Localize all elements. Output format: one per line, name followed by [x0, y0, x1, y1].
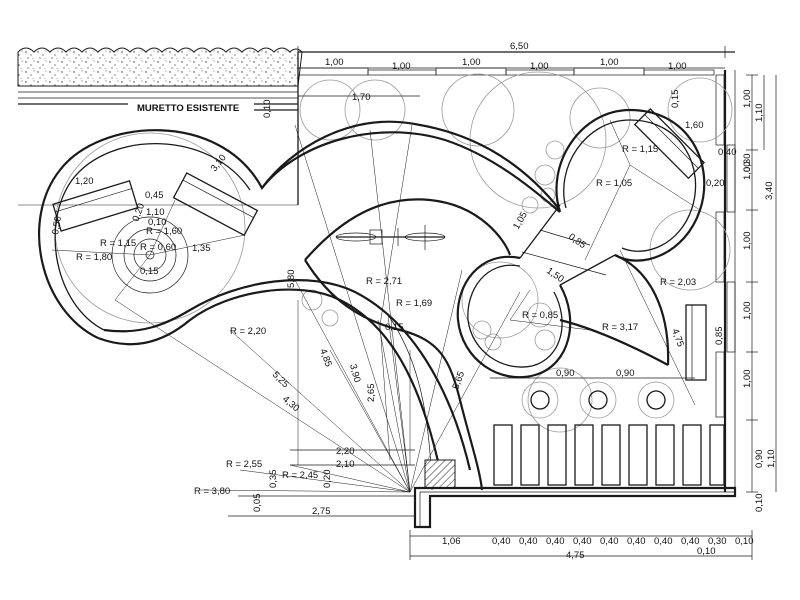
- dim-right-340: 3,40: [764, 182, 775, 201]
- dim-035: 0,35: [268, 470, 279, 489]
- dim-275: 2,75: [312, 506, 331, 517]
- dim-r-160: R = 1,60: [146, 226, 182, 237]
- existing-wall: MURETTO ESISTENTE: [17, 47, 303, 114]
- dim-top-2: 1,00: [392, 61, 411, 72]
- dim-390: 3,90: [347, 363, 362, 384]
- dim-r-220: R = 2,20: [230, 326, 266, 337]
- dim-525: 5,25: [270, 369, 291, 390]
- dim-040-right: 0,40: [718, 147, 737, 158]
- dim-565: 5,65: [450, 370, 467, 391]
- left-seating-area: [38, 120, 561, 339]
- dim-r-169: R = 1,69: [396, 298, 432, 309]
- dim-485: 4,85: [317, 347, 334, 368]
- right-fence-panels: [715, 74, 736, 418]
- dimension-lines: [228, 46, 777, 560]
- dim-r-380: R = 3,80: [194, 486, 230, 497]
- right-lower-circle: [456, 255, 572, 379]
- dim-020-right: 0,20: [706, 178, 725, 189]
- dim-r-245: R = 2,45: [282, 470, 318, 481]
- dim-right-110: 1,10: [754, 104, 765, 123]
- wall-label: MURETTO ESISTENTE: [137, 103, 239, 114]
- dim-bench-050: 0,50: [50, 215, 64, 235]
- dim-015-center: 0,15: [140, 266, 159, 277]
- dim-090-b: 0,90: [616, 368, 635, 379]
- dim-bottom-010-a: 0,10: [735, 536, 754, 547]
- construction-lines: [18, 119, 701, 493]
- central-path: [97, 131, 561, 491]
- dim-160-bench: 1,60: [685, 120, 704, 131]
- dim-170: 1,70: [352, 92, 371, 103]
- dim-220: 2,20: [336, 446, 355, 457]
- dim-r-255: R = 2,55: [226, 459, 262, 470]
- raised-beds: [493, 424, 725, 486]
- right-connector-path: [519, 204, 616, 286]
- dim-bottom-040-2: 0,40: [519, 536, 538, 547]
- dim-right-100-a: 1,00: [742, 90, 753, 109]
- dim-r-115-right: R = 1,15: [622, 144, 658, 155]
- dim-right-090: 0,90: [754, 450, 765, 469]
- round-planters: [521, 381, 675, 419]
- dim-090-a: 0,90: [556, 368, 575, 379]
- top-fence-panels: [297, 67, 715, 76]
- dim-015-top: 0,15: [670, 90, 681, 109]
- dim-right-010: 0,10: [754, 494, 765, 513]
- dim-right-100-d: 1,00: [742, 302, 753, 321]
- dim-030-right: 0,30: [742, 154, 753, 173]
- bottom-wall: [413, 486, 737, 529]
- dim-r-105: R = 1,05: [596, 178, 632, 189]
- dim-150: 1,50: [544, 265, 565, 285]
- dim-bench-120: 1,20: [75, 176, 94, 187]
- garden-boundary: [297, 51, 736, 492]
- dim-r-115-left: R = 1,15: [100, 238, 136, 249]
- dim-top-3: 1,00: [462, 57, 481, 68]
- dim-bottom-475: 4,75: [566, 550, 585, 561]
- dim-bottom-040-4: 0,40: [573, 536, 592, 547]
- bicycle-icon: [335, 225, 446, 250]
- dim-top-1: 1,00: [325, 57, 344, 68]
- dim-r-317: R = 3,17: [602, 322, 638, 333]
- dim-right-085: 0,85: [714, 327, 725, 346]
- dim-105: 1,05: [511, 210, 530, 232]
- dim-475-diag: 4,75: [669, 327, 686, 348]
- dim-right-100-e: 1,00: [742, 370, 753, 389]
- dim-580: 5,80: [286, 270, 297, 289]
- dim-r-180: R = 1,80: [76, 252, 112, 263]
- right-upper-circle: [555, 108, 706, 262]
- dim-bench-110: 1,10: [146, 207, 165, 218]
- dim-bottom-040-5: 0,40: [600, 536, 619, 547]
- dim-r-060: R = 0,60: [140, 242, 176, 253]
- dim-135: 1,35: [192, 243, 211, 254]
- dim-top-6: 1,00: [668, 61, 687, 72]
- dim-bottom-040-7: 0,40: [654, 536, 673, 547]
- dim-bench-010: 0,10: [148, 217, 167, 228]
- dim-top-4: 1,00: [530, 61, 549, 72]
- left-benches: [52, 172, 259, 237]
- hatched-pillar: [424, 459, 456, 489]
- dim-265: 2,65: [366, 384, 377, 403]
- dim-right-100-b: 1,00: [742, 162, 753, 181]
- dim-r-271: R = 2,71: [366, 276, 402, 287]
- dim-bottom-040-3: 0,40: [546, 536, 565, 547]
- dim-bottom-106: 1,06: [442, 536, 461, 547]
- dim-010-wall: 0,10: [262, 100, 273, 119]
- dim-bench-045: 0,45: [145, 190, 164, 201]
- dim-right-100-c: 1,00: [742, 232, 753, 251]
- dim-bottom-030: 0,30: [708, 536, 727, 547]
- dim-bottom-010-b: 0,10: [697, 546, 716, 557]
- dim-015-mid: 0,15: [385, 322, 404, 333]
- dim-bottom-040-6: 0,40: [627, 536, 646, 547]
- dim-085-path: 0,85: [566, 231, 587, 251]
- dim-020-b: 0,20: [322, 470, 333, 489]
- dim-bottom-040-1: 0,40: [492, 536, 511, 547]
- dim-r-203: R = 2,03: [660, 277, 696, 288]
- dim-bottom-040-8: 0,40: [681, 536, 700, 547]
- dim-005: 0,05: [252, 494, 263, 513]
- right-curve-path: [559, 253, 707, 381]
- dim-top-5: 1,00: [600, 57, 619, 68]
- dim-top-total: 6,50: [510, 41, 529, 52]
- dim-r-085: R = 0,85: [522, 310, 558, 321]
- dim-210: 2,10: [336, 459, 355, 470]
- dim-right-110-b: 1,10: [766, 450, 777, 469]
